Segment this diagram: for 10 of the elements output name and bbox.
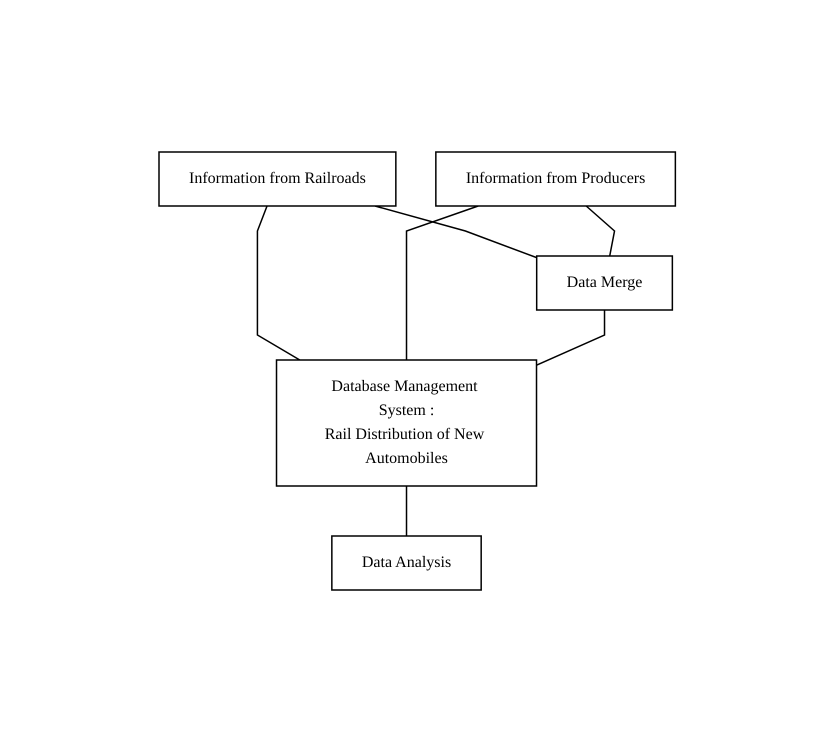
connector (406, 204, 479, 360)
node-box: Information from Producers (435, 150, 676, 206)
connector (256, 205, 300, 360)
node-box: Data Merge (536, 254, 674, 310)
connector (406, 486, 408, 536)
node-box: Information from Railroads (158, 150, 397, 206)
node-box: Database Management System : Rail Distribution of New Automobiles (276, 358, 538, 486)
connector (375, 204, 538, 258)
node-box: Data Analysis (331, 534, 482, 590)
connector (536, 310, 606, 366)
